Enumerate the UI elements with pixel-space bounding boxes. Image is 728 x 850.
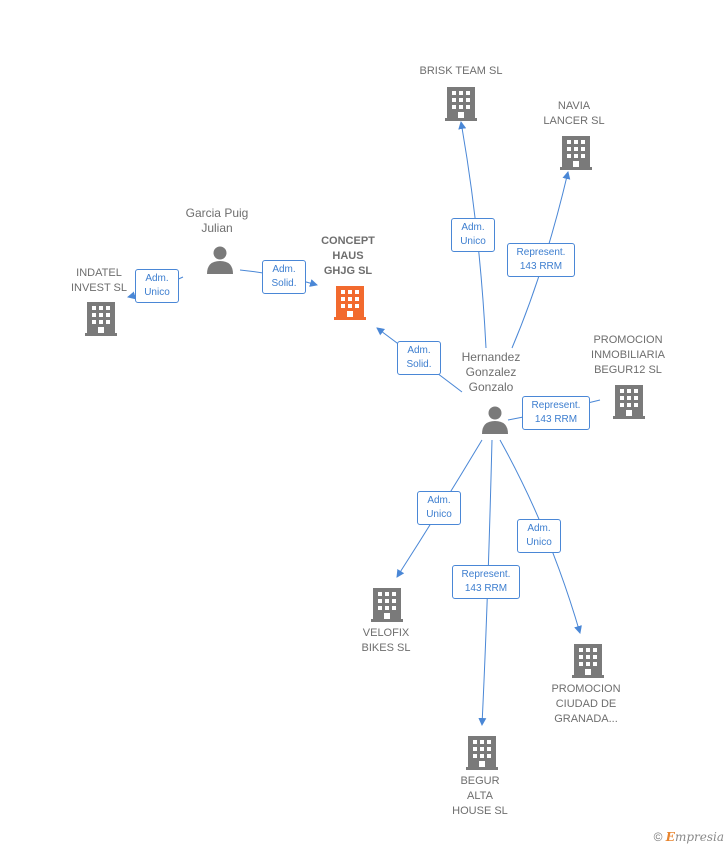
edge-label-represent[interactable]: Represent. 143 RRM [507,243,575,277]
person-icon[interactable] [480,405,510,435]
node-label-velofix-bikes[interactable]: VELOFIX BIKES SL [361,627,411,654]
building-icon[interactable] [371,586,403,622]
person-icon[interactable] [205,245,235,275]
node-label-hernandez-gonzalez-gonzalo[interactable]: Hernandez Gonzalez Gonzalo [461,350,521,394]
edge-label-adm-unico[interactable]: Adm. Unico [517,519,561,553]
brand-initial: E [665,830,675,844]
edge-label-adm-solid[interactable]: Adm. Solid. [262,260,306,294]
edge-label-adm-unico[interactable]: Adm. Unico [451,218,495,252]
building-icon[interactable] [560,134,592,170]
edge-label-adm-unico[interactable]: Adm. Unico [135,269,179,303]
brand-name: mpresia [674,830,724,844]
copyright-icon: © [653,830,663,844]
node-label-promocion-granada[interactable]: PROMOCION CIUDAD DE GRANADA... [551,683,621,725]
node-label-navia-lancer[interactable]: NAVIA LANCER SL [543,100,605,127]
node-label-begur-alta-house[interactable]: BEGUR ALTA HOUSE SL [452,775,508,817]
building-icon[interactable] [572,642,604,678]
edge-label-represent[interactable]: Represent. 143 RRM [522,396,590,430]
building-icon-main[interactable] [334,284,366,320]
footer-brand: © Empresia [654,830,724,844]
node-label-promocion-begur12[interactable]: PROMOCION INMOBILIARIA BEGUR12 SL [591,334,665,376]
node-label-garcia-puig-julian[interactable]: Garcia Puig Julian [185,206,249,235]
edge-label-adm-solid[interactable]: Adm. Solid. [397,341,441,375]
edge-label-adm-unico[interactable]: Adm. Unico [417,491,461,525]
building-icon[interactable] [613,383,645,419]
node-label-concept-haus[interactable]: CONCEPT HAUS GHJG SL [321,235,375,277]
node-label-indatel-invest[interactable]: INDATEL INVEST SL [70,267,128,294]
building-icon[interactable] [85,300,117,336]
building-icon[interactable] [466,734,498,770]
building-icon[interactable] [445,85,477,121]
node-label-brisk-team[interactable]: BRISK TEAM SL [419,65,503,77]
edge-label-represent[interactable]: Represent. 143 RRM [452,565,520,599]
